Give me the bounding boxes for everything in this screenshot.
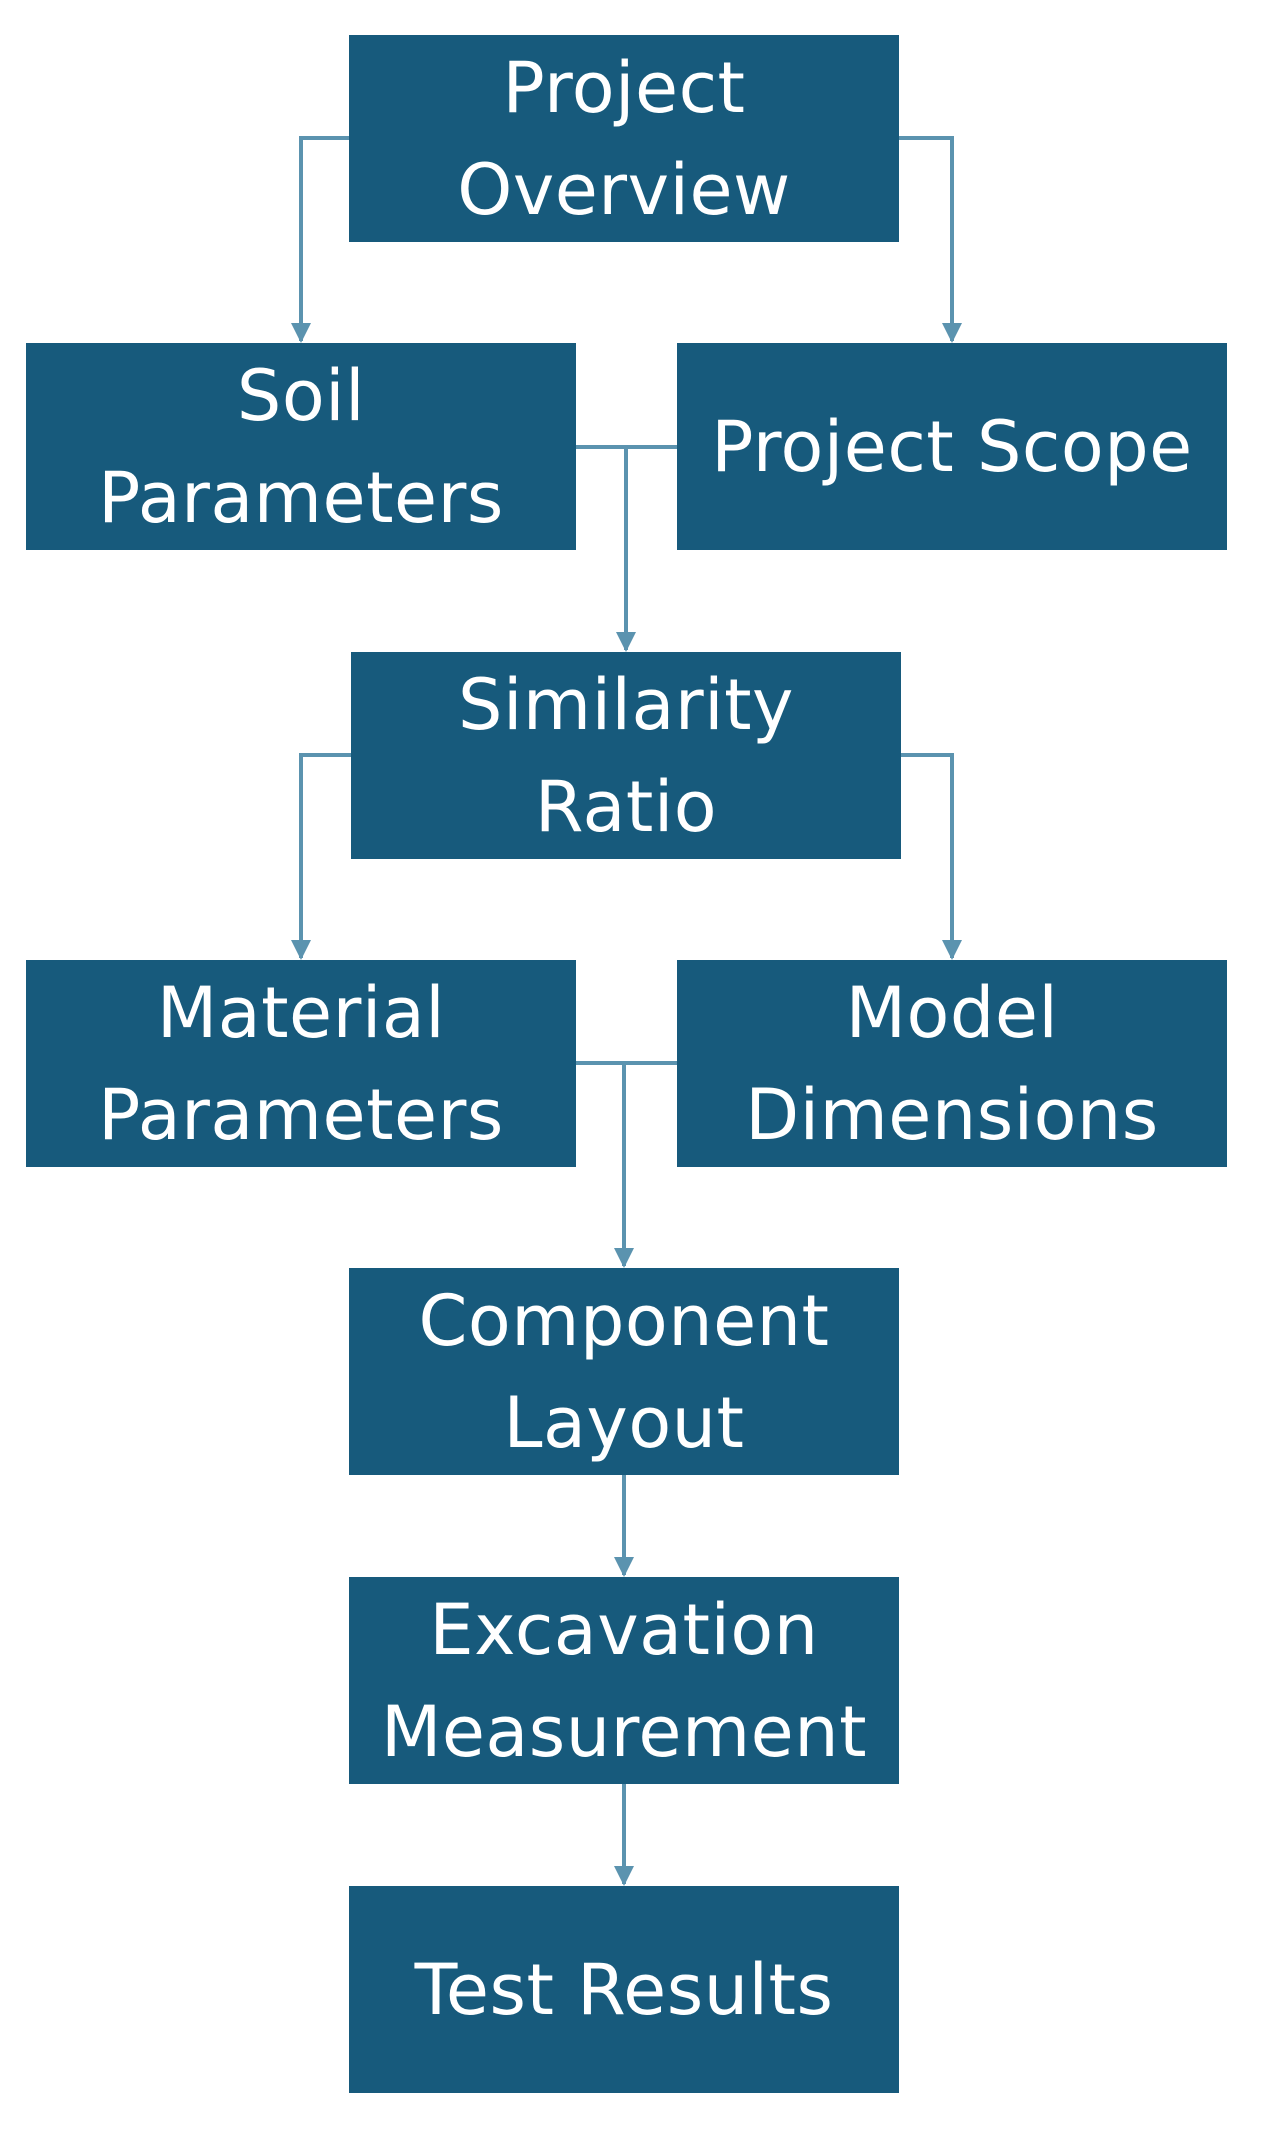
node-label: Test Results [414, 1948, 834, 2031]
node-label: Model Dimensions [745, 971, 1159, 1156]
node-label: Similarity Ratio [458, 663, 794, 848]
node-label: Project Scope [711, 405, 1193, 488]
node-test-results: Test Results [349, 1886, 899, 2093]
node-label: Material Parameters [98, 971, 504, 1156]
node-project-overview: Project Overview [349, 35, 899, 242]
node-label: Project Overview [457, 46, 791, 231]
node-component-layout: Component Layout [349, 1268, 899, 1475]
node-label: Soil Parameters [98, 354, 504, 539]
node-soil-parameters: Soil Parameters [26, 343, 576, 550]
node-label: Excavation Measurement [380, 1588, 868, 1773]
connector-similarity-to-material [291, 753, 351, 960]
connector-overview-to-scope [899, 136, 962, 343]
node-project-scope: Project Scope [677, 343, 1227, 550]
node-label: Component Layout [418, 1279, 830, 1464]
connector-similarity-to-model [901, 753, 962, 960]
node-material-parameters: Material Parameters [26, 960, 576, 1167]
connector-overview-to-soil [291, 136, 349, 343]
node-similarity-ratio: Similarity Ratio [351, 652, 901, 859]
node-excavation-measurement: Excavation Measurement [349, 1577, 899, 1784]
node-model-dimensions: Model Dimensions [677, 960, 1227, 1167]
